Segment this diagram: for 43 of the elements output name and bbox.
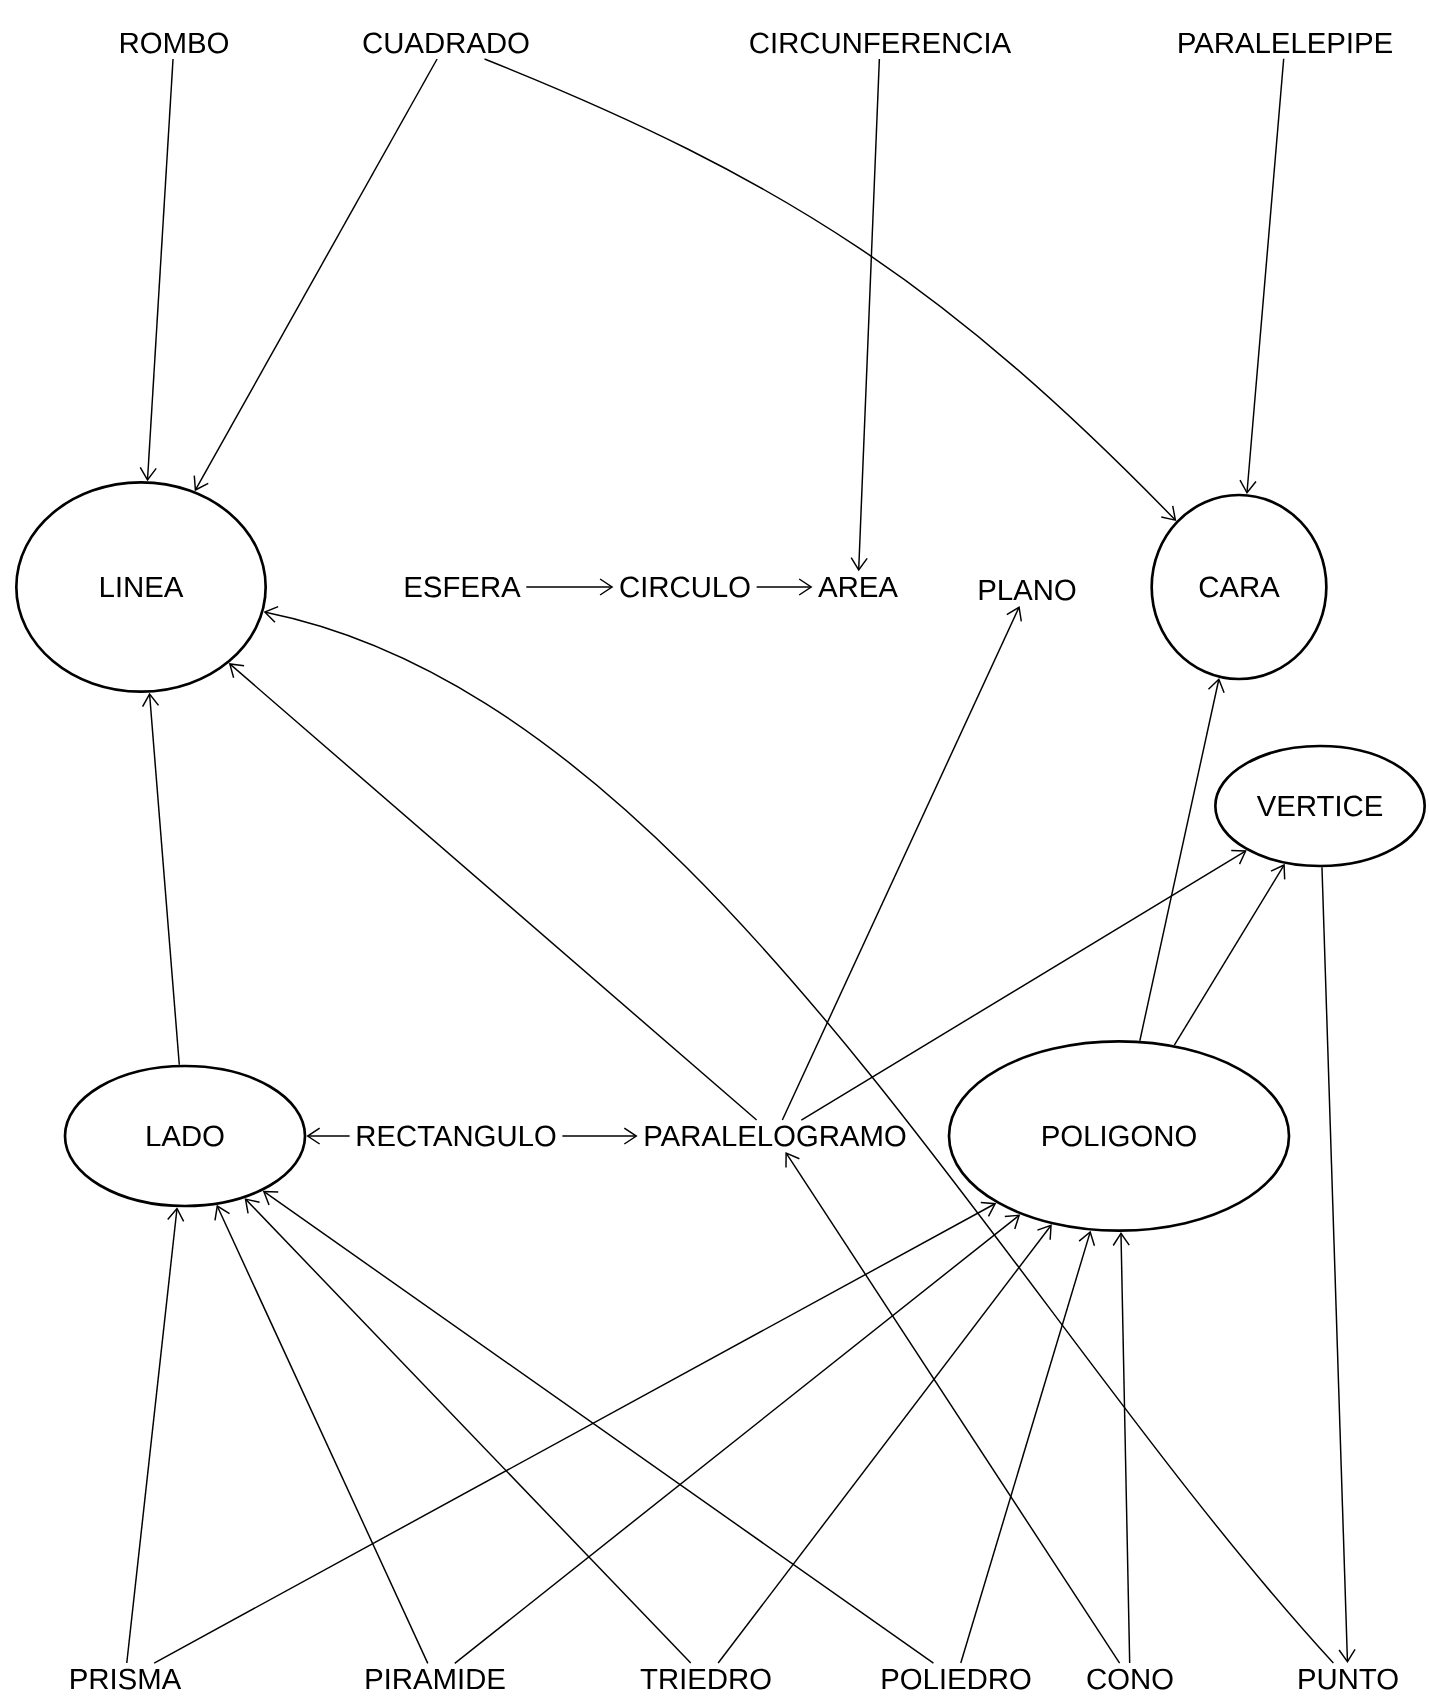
concept-label: CIRCULO [620,576,750,598]
arrow [1139,677,1225,1042]
concept-label: CONO [1087,1668,1173,1690]
arrow [244,1198,692,1664]
arrow [960,1230,1096,1664]
concept-label: ESFERA [405,576,521,598]
concept-label: PLANO [979,579,1076,601]
concept-label: AREA [818,576,898,598]
arrow [454,1214,1021,1665]
concept-label: PRISMA [71,1668,182,1690]
concept-label: CUADRADO [363,32,529,54]
arrow [781,606,1023,1121]
arrow [141,692,181,1066]
arrow [561,1127,638,1145]
concept-label: RECTANGULO [357,1125,556,1147]
arrow [483,58,1177,522]
arrow [214,1204,429,1665]
concept-label: CIRCUNFERENCIA [750,32,1012,54]
arrow [193,58,438,492]
arrow [262,1190,935,1664]
concept-label: TRIEDRO [640,1668,771,1690]
arrow [800,849,1247,1121]
arrow [139,58,174,482]
concept-label: POLIEDRO [882,1668,1031,1690]
concept-label: PIRAMIDE [366,1668,505,1690]
arrow [1239,57,1285,495]
arrow [717,1224,1052,1664]
arrow [785,1152,1121,1664]
arrow [755,578,813,596]
arrow [263,605,1335,1664]
arrow [1173,863,1286,1046]
arrow [306,1127,351,1145]
arrow [228,663,758,1121]
arrow [1321,866,1356,1664]
arrow [126,1207,185,1664]
concept-label: PARALELOGRAMO [645,1125,906,1147]
arrow [850,58,881,572]
arrow [1112,1232,1131,1664]
concept-label: PARALELEPIPE [1179,32,1392,54]
arrow [153,1201,997,1664]
concept-label: PUNTO [1299,1668,1398,1690]
concept-label: ROMBO [121,32,228,54]
arrow [525,578,614,596]
